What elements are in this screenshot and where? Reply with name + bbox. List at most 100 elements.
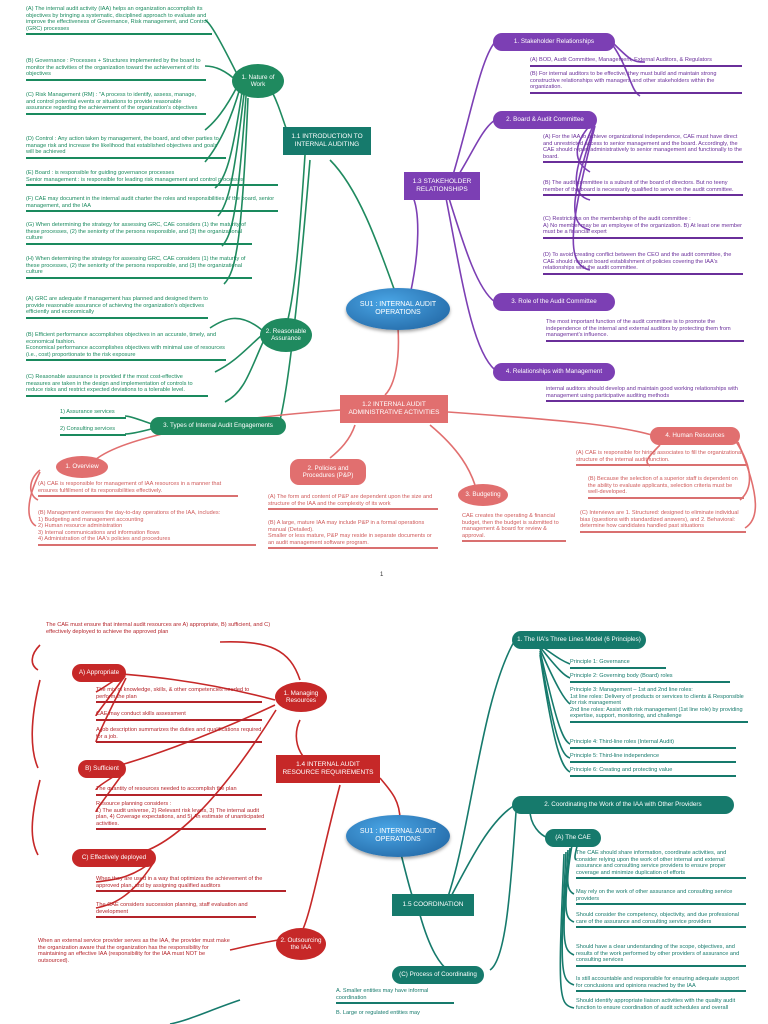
link-core2-res	[379, 777, 401, 821]
link-ad-4	[447, 411, 656, 437]
node-reasonable-assurance: 2. Reasonable Assurance	[260, 318, 312, 352]
topic-introduction: 1.1 INTRODUCTION TO INTERNAL AUDITING	[283, 127, 371, 155]
node-budgeting: 3. Budgeting	[458, 484, 508, 506]
link-nature-g	[221, 95, 247, 247]
nature-item-h: (H) When determining the strategy for as…	[26, 256, 252, 279]
principle-6: Principle 6: Creating and protecting val…	[570, 767, 736, 777]
node-board-audit-committee: 2. Board & Audit Committee	[493, 111, 597, 129]
link-ov-a	[29, 469, 41, 501]
link-intro-reasonable	[284, 154, 306, 331]
link-work-process	[489, 811, 517, 971]
node-managing-resources: 1. Managing Resources	[275, 682, 327, 712]
topic-coordination: 1.5 COORDINATION	[392, 894, 474, 916]
node-role-of-audit-committee: 3. Role of the Audit Committee	[493, 293, 615, 311]
link-st-3	[447, 194, 496, 303]
principle-2: Principle 2: Governing body (Board) role…	[570, 673, 730, 683]
link-lines-5	[539, 652, 571, 759]
link-lines-3	[539, 648, 571, 705]
policies-item-a: (A) The form and content of P&P are depe…	[268, 494, 438, 511]
link-nature-c	[204, 84, 239, 131]
hr-item-b: (B) Because the selection of a superior …	[588, 476, 744, 499]
node-human-resources: 4. Human Resources	[650, 427, 740, 445]
page-number: 1	[380, 572, 384, 578]
reasonable-item-b: (B) Efficient performance accomplishes o…	[26, 332, 226, 362]
core-topic-page2: SU1 : INTERNAL AUDIT OPERATIONS	[346, 815, 450, 857]
node-overview: 1. Overview	[56, 456, 108, 478]
link-st-4	[445, 197, 496, 371]
link-ad-2	[329, 424, 356, 459]
link-st-2c	[574, 123, 596, 231]
link-coord-process	[419, 914, 451, 973]
node-sufficient: B) Sufficient	[78, 760, 126, 778]
core-topic-page1: SU1 : INTERNAL AUDIT OPERATIONS	[346, 288, 450, 330]
overview-item-a: (A) CAE is responsible for management of…	[38, 481, 238, 498]
nature-item-d: (D) Control : Any action taken by manage…	[26, 136, 226, 159]
link-st-1b	[611, 43, 641, 97]
types-item-1: 1) Assurance services	[60, 409, 126, 419]
link-suf-2	[95, 771, 125, 813]
node-policies-procedures: 2. Policies and Procedures (P&P)	[290, 459, 366, 485]
sufficient-item-2: Resource planning considers : 1) The aud…	[96, 801, 266, 831]
link-cae-6	[559, 853, 575, 1009]
link-nature-a	[204, 19, 241, 81]
node-three-lines-model: 1. The IIA's Three Lines Model (6 Princi…	[512, 631, 646, 649]
link-cae-5	[561, 851, 575, 986]
reasonable-item-a: (A) GRC are adequate if management has p…	[26, 296, 208, 319]
link-intro-types	[279, 159, 311, 421]
link-res-out	[299, 784, 341, 936]
nature-item-b: (B) Governance : Processes + Structures …	[26, 58, 206, 81]
link-st-2d	[572, 125, 596, 271]
nature-item-a: (A) The internal audit activity (IAA) he…	[26, 6, 212, 36]
link-suf-dep	[31, 779, 41, 856]
nature-item-c: (C) Risk Management (RM) : "A process to…	[26, 92, 206, 115]
types-item-2: 2) Consulting services	[60, 426, 126, 436]
link-reasonable-b	[214, 334, 263, 373]
link-core-stakeholder	[409, 194, 419, 296]
appropriate-item-1: The mix of knowledge, skills, & other co…	[96, 687, 262, 704]
cae-item-1: The CAE should share information, coordi…	[576, 850, 746, 880]
node-coordinating-work: 2. Coordinating the Work of the IAA with…	[512, 796, 734, 814]
deployed-item-1: When they are used in a way that optimiz…	[96, 876, 286, 893]
link-st-1a	[611, 41, 646, 63]
node-the-cae: (A) The CAE	[545, 829, 601, 847]
cae-item-4: Should have a clear understanding of the…	[576, 944, 746, 967]
appropriate-item-2: CAE may conduct skills assessment	[96, 711, 262, 721]
node-process-of-coordinating: (C) Process of Coordinating	[392, 966, 484, 984]
link-core-admin	[384, 327, 400, 396]
link-coord-work	[444, 804, 516, 909]
link-reasonable-c	[224, 339, 265, 403]
link-out-text	[229, 939, 279, 951]
node-types-of-engagements: 3. Types of Internal Audit Engagements	[150, 417, 286, 435]
hr-item-a: (A) CAE is responsible for hiring associ…	[576, 450, 746, 467]
link-app-2	[95, 675, 126, 717]
hr-item-c: (C) Interviews are 1. Structured: design…	[580, 510, 746, 533]
link-lines-6	[539, 654, 571, 773]
link-app-3	[95, 677, 127, 743]
cae-item-2: May rely on the work of other assurance …	[576, 889, 746, 906]
link-process-left	[169, 999, 241, 1024]
overview-item-b: (B) Management oversees the day-to-day o…	[38, 510, 256, 546]
nature-item-g: (G) When determining the strategy for as…	[26, 222, 252, 245]
role-item: The most important function of the audit…	[546, 319, 744, 342]
node-outsourcing: 2. Outsourcing the IAA	[276, 928, 326, 960]
management-item: internal auditors should develop and mai…	[546, 386, 744, 403]
process-item-b: B. Large or regulated entities may	[336, 1010, 420, 1016]
deployed-item-2: The CAE considers succession planning, s…	[96, 902, 256, 919]
policies-item-b: (B) A large, mature IAA may include P&P …	[268, 520, 438, 550]
board-item-b: (B) The audit committee is a subunit of …	[543, 180, 743, 197]
cae-item-6: Should identify appropriate liaison acti…	[576, 998, 736, 1011]
process-item-a: A. Smaller entities may have informal co…	[336, 988, 454, 1005]
link-ov-b	[28, 471, 41, 527]
node-stakeholder-relationships: 1. Stakeholder Relationships	[493, 33, 615, 51]
node-appropriate: A) Appropriate	[72, 664, 126, 682]
link-dep-2	[95, 861, 155, 909]
link-st-1	[449, 41, 496, 186]
node-relationships-management: 4. Relationships with Management	[493, 363, 615, 381]
topic-admin-activities: 1.2 INTERNAL AUDIT ADMINISTRATIVE ACTIVI…	[340, 395, 448, 423]
resources-intro: The CAE must ensure that internal audit …	[46, 622, 271, 635]
stakeholder-item-a: (A) BOD, Audit Committee, Management, Ex…	[530, 57, 742, 67]
node-effectively-deployed: C) Effectively deployed	[72, 849, 156, 867]
cae-item-5: Is still accountable and responsible for…	[576, 976, 746, 993]
principle-4: Principle 4: Third-line roles (Internal …	[570, 739, 736, 749]
topic-resource-requirements: 1.4 INTERNAL AUDIT RESOURCE REQUIREMENTS	[276, 755, 380, 783]
